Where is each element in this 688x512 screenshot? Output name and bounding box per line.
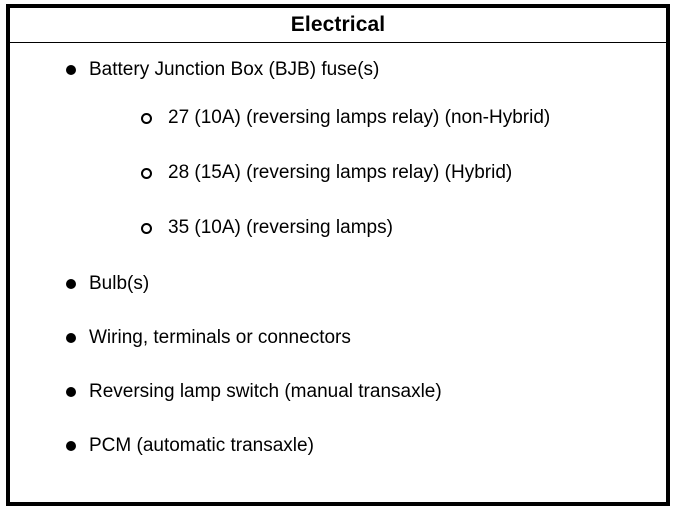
list-item: Battery Junction Box (BJB) fuse(s) 27 (1… xyxy=(10,57,666,242)
table-header-row: Electrical xyxy=(10,8,666,43)
list-item: 27 (10A) (reversing lamps relay) (non-Hy… xyxy=(89,104,666,132)
bullet-disc-icon xyxy=(66,333,76,343)
bullet-disc-icon xyxy=(66,279,76,289)
list-item-label: Battery Junction Box (BJB) fuse(s) xyxy=(89,59,380,80)
bullet-disc-icon xyxy=(66,65,76,75)
bullet-disc-icon xyxy=(66,387,76,397)
list-item-label: 35 (10A) (reversing lamps) xyxy=(168,217,393,238)
list-item-label: Reversing lamp switch (manual transaxle) xyxy=(89,381,442,402)
bullet-circle-icon xyxy=(141,113,152,124)
table-body: Battery Junction Box (BJB) fuse(s) 27 (1… xyxy=(10,43,666,458)
bullet-disc-icon xyxy=(66,441,76,451)
list-item-label: Bulb(s) xyxy=(89,273,150,294)
list-item-label: 28 (15A) (reversing lamps relay) (Hybrid… xyxy=(168,162,513,183)
bullet-circle-icon xyxy=(141,168,152,179)
bullet-circle-icon xyxy=(141,223,152,234)
list-item-label: PCM (automatic transaxle) xyxy=(89,435,314,456)
fuse-sublist: 27 (10A) (reversing lamps relay) (non-Hy… xyxy=(89,104,666,242)
list-item-label: 27 (10A) (reversing lamps relay) (non-Hy… xyxy=(168,107,551,128)
list-item-label: Wiring, terminals or connectors xyxy=(89,327,351,348)
list-item: PCM (automatic transaxle) xyxy=(10,433,666,458)
list-item: 28 (15A) (reversing lamps relay) (Hybrid… xyxy=(89,159,666,187)
page-title: Electrical xyxy=(290,13,386,36)
list-item: Wiring, terminals or connectors xyxy=(10,325,666,350)
list-item: Bulb(s) xyxy=(10,271,666,296)
list-item: Reversing lamp switch (manual transaxle) xyxy=(10,379,666,404)
electrical-table: Electrical Battery Junction Box (BJB) fu… xyxy=(6,4,670,506)
component-list: Battery Junction Box (BJB) fuse(s) 27 (1… xyxy=(10,57,666,458)
list-item: 35 (10A) (reversing lamps) xyxy=(89,214,666,242)
